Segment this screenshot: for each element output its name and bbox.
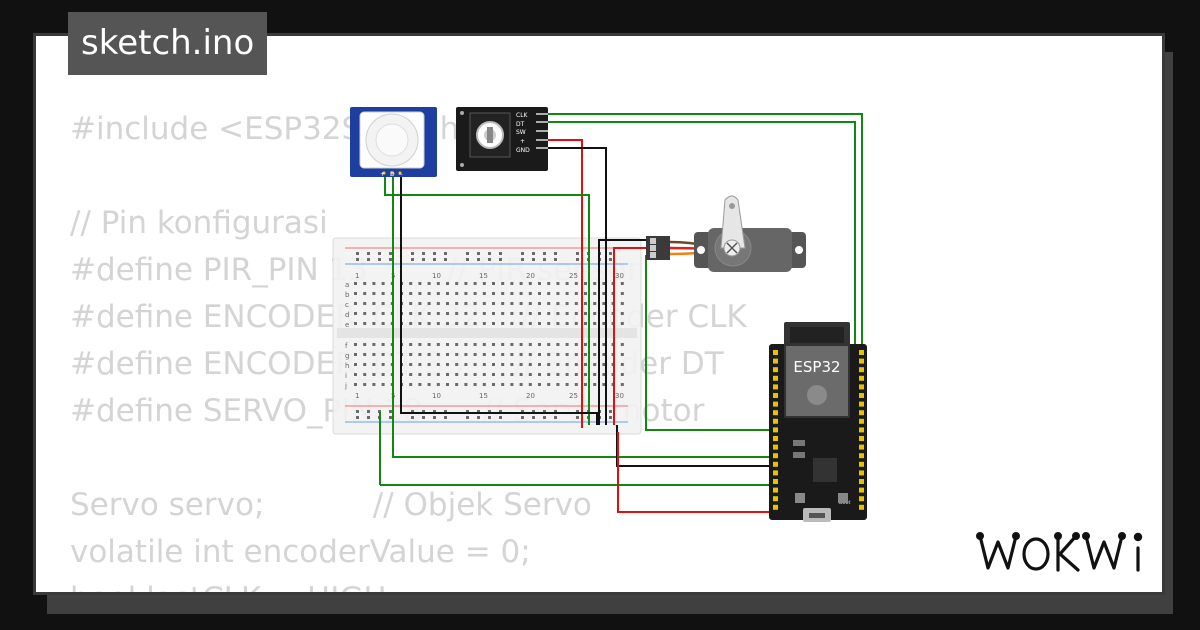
breadboard: 1 5 10 15 20 25 30 1 5 10 15 20 25 30 a …: [332, 237, 642, 435]
encoder-pin-label: DT: [516, 121, 525, 128]
wire-servo-vcc: [613, 247, 650, 425]
bb-row-label: b: [345, 291, 350, 299]
wire-pir-signal: [392, 176, 769, 458]
encoder-pin-label: GND: [516, 147, 530, 154]
rotary-encoder: CLK DT SW + GND: [456, 107, 548, 171]
bb-row-label: j: [344, 382, 347, 390]
wire-pir-gnd: [400, 176, 598, 425]
bb-col-label: 25: [569, 392, 578, 400]
bb-row-label: h: [345, 362, 349, 370]
file-title-tab: sketch.ino: [68, 12, 268, 75]
pir-pin-label: −: [398, 171, 403, 178]
bb-row-label: c: [345, 301, 349, 309]
pir-sensor: + D −: [350, 107, 437, 178]
bb-row-label: i: [345, 372, 347, 380]
wokwi-logo-icon: [976, 532, 1143, 572]
wire-encoder-vcc: [547, 139, 583, 428]
bb-col-label: 10: [432, 392, 441, 400]
encoder-pin-label: SW: [516, 129, 526, 136]
code-line: bool lastCLK = HIGH;: [70, 576, 747, 592]
encoder-pin-label: +: [520, 138, 525, 145]
bb-col-label: 20: [526, 272, 535, 280]
bb-row-label: e: [345, 321, 349, 329]
code-line: volatile int encoderValue = 0;: [70, 534, 531, 570]
wire-dt: [547, 121, 856, 345]
wire-encoder-gnd: [547, 147, 607, 425]
bb-row-label: d: [345, 311, 349, 319]
bb-col-label: 30: [615, 392, 624, 400]
bb-col-label: 15: [479, 272, 488, 280]
bb-row-label: g: [345, 352, 349, 360]
bb-row-label: f: [345, 342, 348, 350]
bb-row-label: a: [345, 281, 349, 289]
bb-col-label: 1: [355, 272, 359, 280]
esp32-board: ESP32 Boot: [769, 322, 867, 522]
pir-pin-label: D: [390, 171, 395, 178]
servo-motor: [646, 195, 806, 272]
esp32-label: ESP32: [793, 358, 840, 376]
code-line: // Pin konfigurasi: [70, 205, 328, 241]
bb-col-label: 25: [569, 272, 578, 280]
bb-col-label: 20: [526, 392, 535, 400]
bb-col-label: 15: [479, 392, 488, 400]
pir-pin-label: +: [380, 171, 385, 178]
wire-clk: [547, 113, 863, 345]
esp32-pin-headers: [773, 350, 864, 510]
encoder-pin-label: CLK: [516, 112, 529, 119]
wire-servo-gnd: [598, 239, 650, 425]
bb-col-label: 30: [615, 272, 624, 280]
bb-col-label: 10: [432, 272, 441, 280]
code-line: Servo servo; // Objek Servo: [70, 487, 592, 523]
wires: [379, 113, 863, 513]
wire-pir-out: [384, 176, 590, 425]
bb-col-label: 1: [355, 392, 359, 400]
